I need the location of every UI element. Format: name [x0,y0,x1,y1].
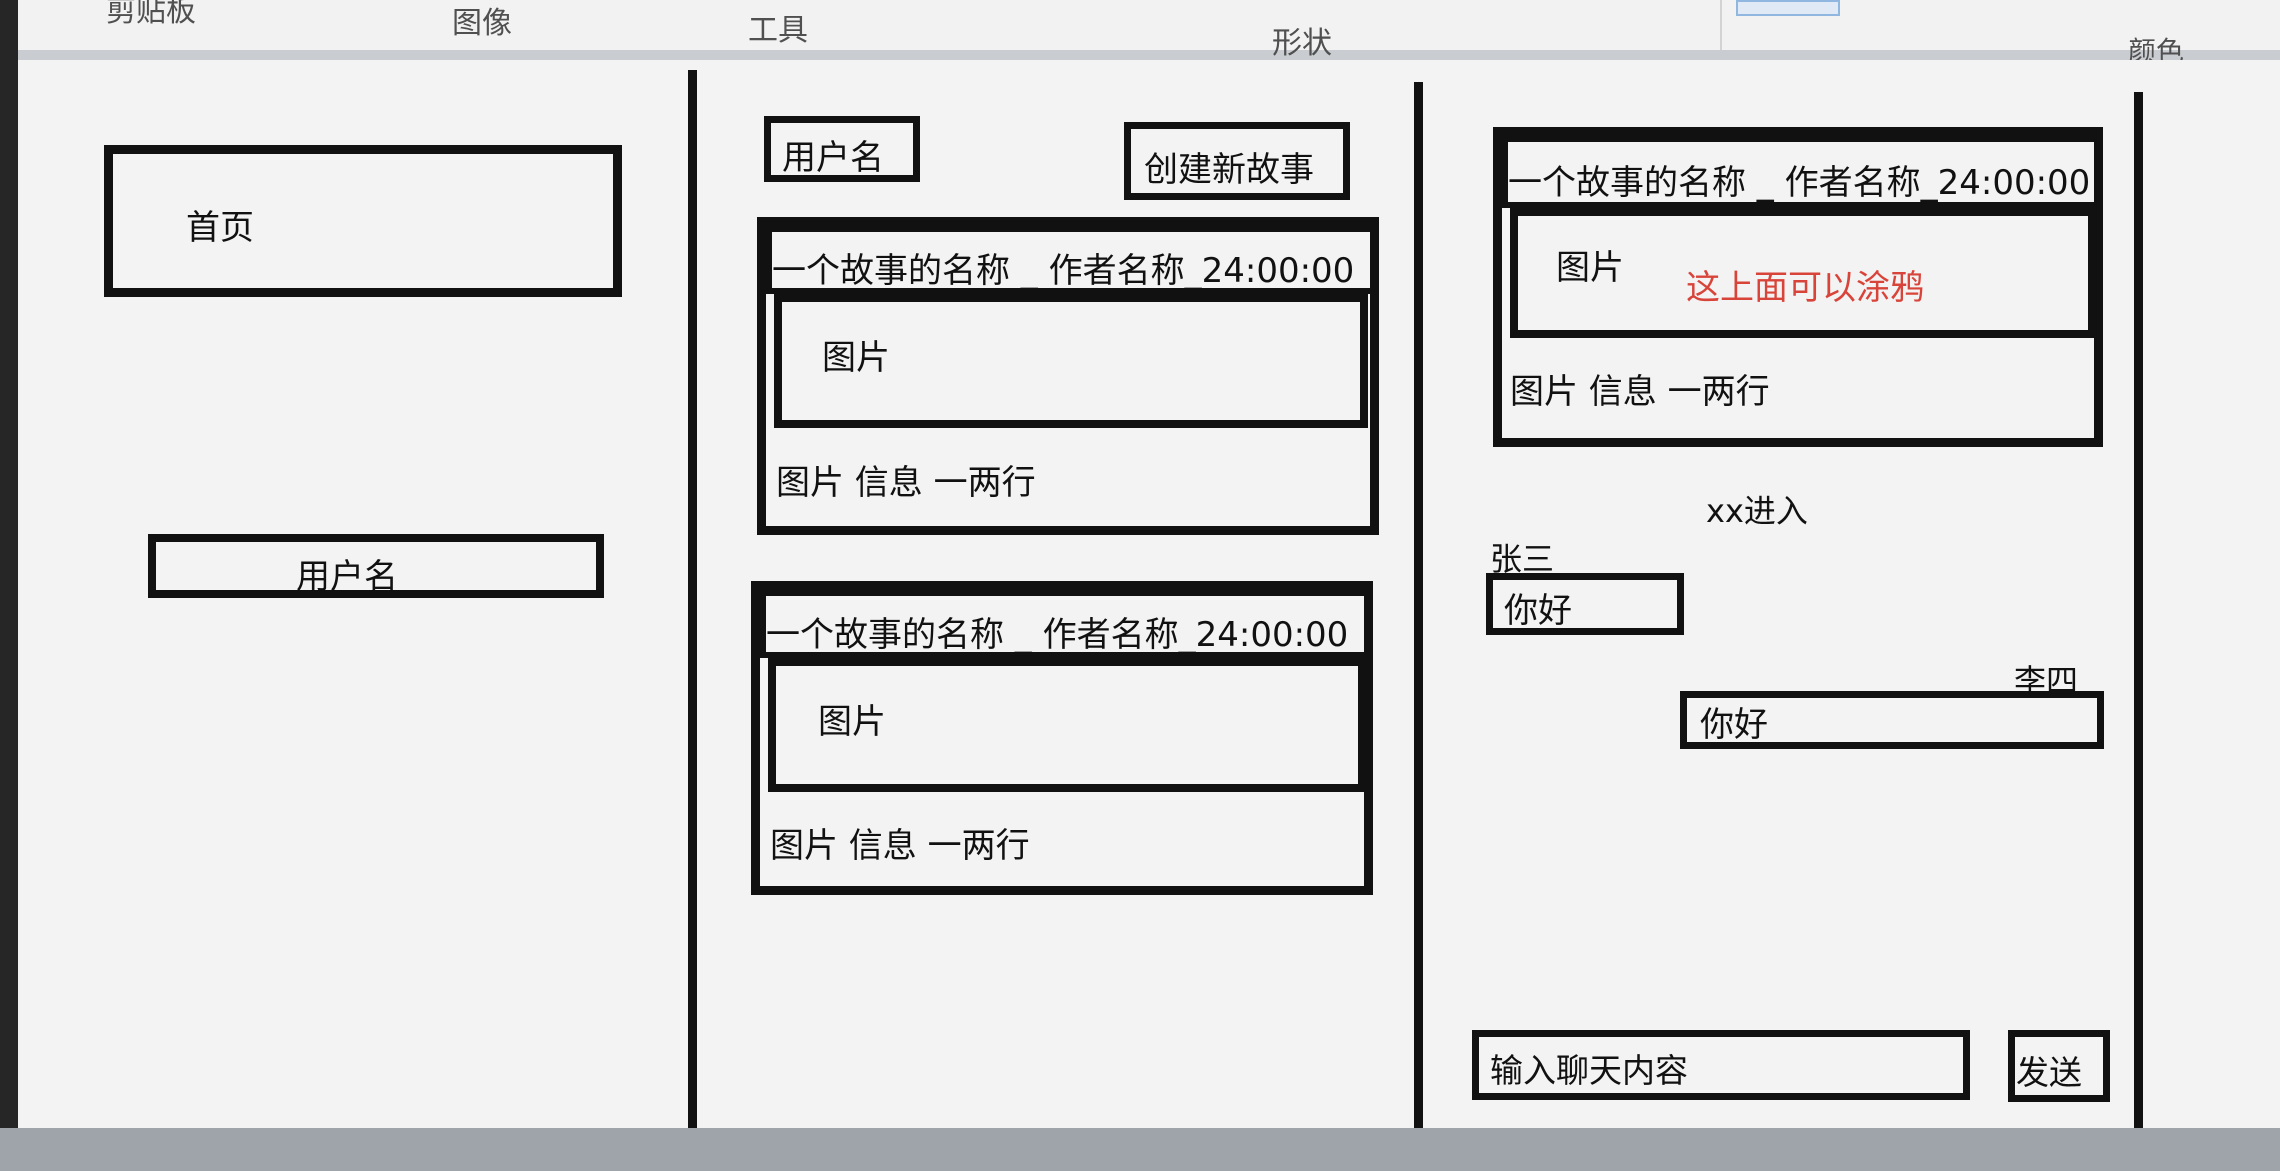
send-button[interactable] [2008,1030,2110,1102]
ribbon-divider [1720,0,1722,50]
home-button[interactable] [104,145,622,297]
username-label-box[interactable] [764,116,920,182]
ribbon-selected-color-swatch[interactable] [1736,0,1840,16]
ribbon-group-tools[interactable]: 工具 [748,13,808,48]
home-button-label: 首页 [186,208,254,248]
story-detail-info: 图片 信息 一两行 [1510,372,1770,412]
story-title-bar: 一个故事的名称 _ 作者名称_24:00:00 [760,590,1372,658]
story-title: 一个故事的名称 _ 作者名称_24:00:00 [766,615,1349,655]
chat-join-notice: xx进入 [1706,492,1808,530]
ribbon-group-image[interactable]: 图像 [452,6,512,41]
chat-message-bubble [1680,691,2104,749]
story-card[interactable] [751,581,1373,895]
story-title-bar: 一个故事的名称 _ 作者名称_24:00:00 [766,226,1378,294]
ribbon-group-clipboard[interactable]: 剪贴板 [106,0,196,29]
chat-message-text: 你好 [1504,591,1572,631]
story-image-label: 图片 [822,338,890,378]
username-button[interactable] [148,534,604,598]
story-info: 图片 信息 一两行 [776,463,1036,503]
column-divider-edge [2134,92,2143,1128]
doodle-note: 这上面可以涂鸦 [1686,268,1924,308]
chat-input-placeholder: 输入聊天内容 [1490,1051,1688,1090]
chat-message-bubble [1486,573,1684,635]
create-story-button-label: 创建新故事 [1144,150,1314,190]
story-detail-card[interactable] [1493,127,2103,447]
story-card[interactable] [757,217,1379,535]
chat-sender-name: 张三 [1490,540,1555,578]
chat-input[interactable] [1472,1030,1970,1100]
ribbon-toolbar: 剪贴板 图像 工具 形状 颜色 [0,0,2280,68]
username-label: 用户名 [782,138,884,178]
story-image-placeholder[interactable] [774,294,1368,428]
doodle-canvas[interactable] [1510,208,2096,338]
create-story-button[interactable] [1124,122,1350,200]
username-button-label: 用户名 [296,557,398,597]
story-image-placeholder[interactable] [768,658,1366,792]
chat-message-text: 你好 [1700,705,1768,745]
column-divider-right [1414,82,1423,1128]
story-detail-title: 一个故事的名称 _ 作者名称_24:00:00 [1508,163,2091,203]
column-divider-left [688,70,697,1128]
screen-bezel [0,0,18,1171]
story-image-label: 图片 [818,702,886,742]
status-strip [0,1128,2280,1171]
story-detail-title-bar: 一个故事的名称 _ 作者名称_24:00:00 [1502,136,2100,208]
story-detail-image-label: 图片 [1556,248,1624,288]
ribbon-group-shapes[interactable]: 形状 [1272,26,1332,61]
send-button-label: 发送 [2016,1053,2082,1092]
story-title: 一个故事的名称 _ 作者名称_24:00:00 [772,251,1355,291]
story-info: 图片 信息 一两行 [770,826,1030,866]
